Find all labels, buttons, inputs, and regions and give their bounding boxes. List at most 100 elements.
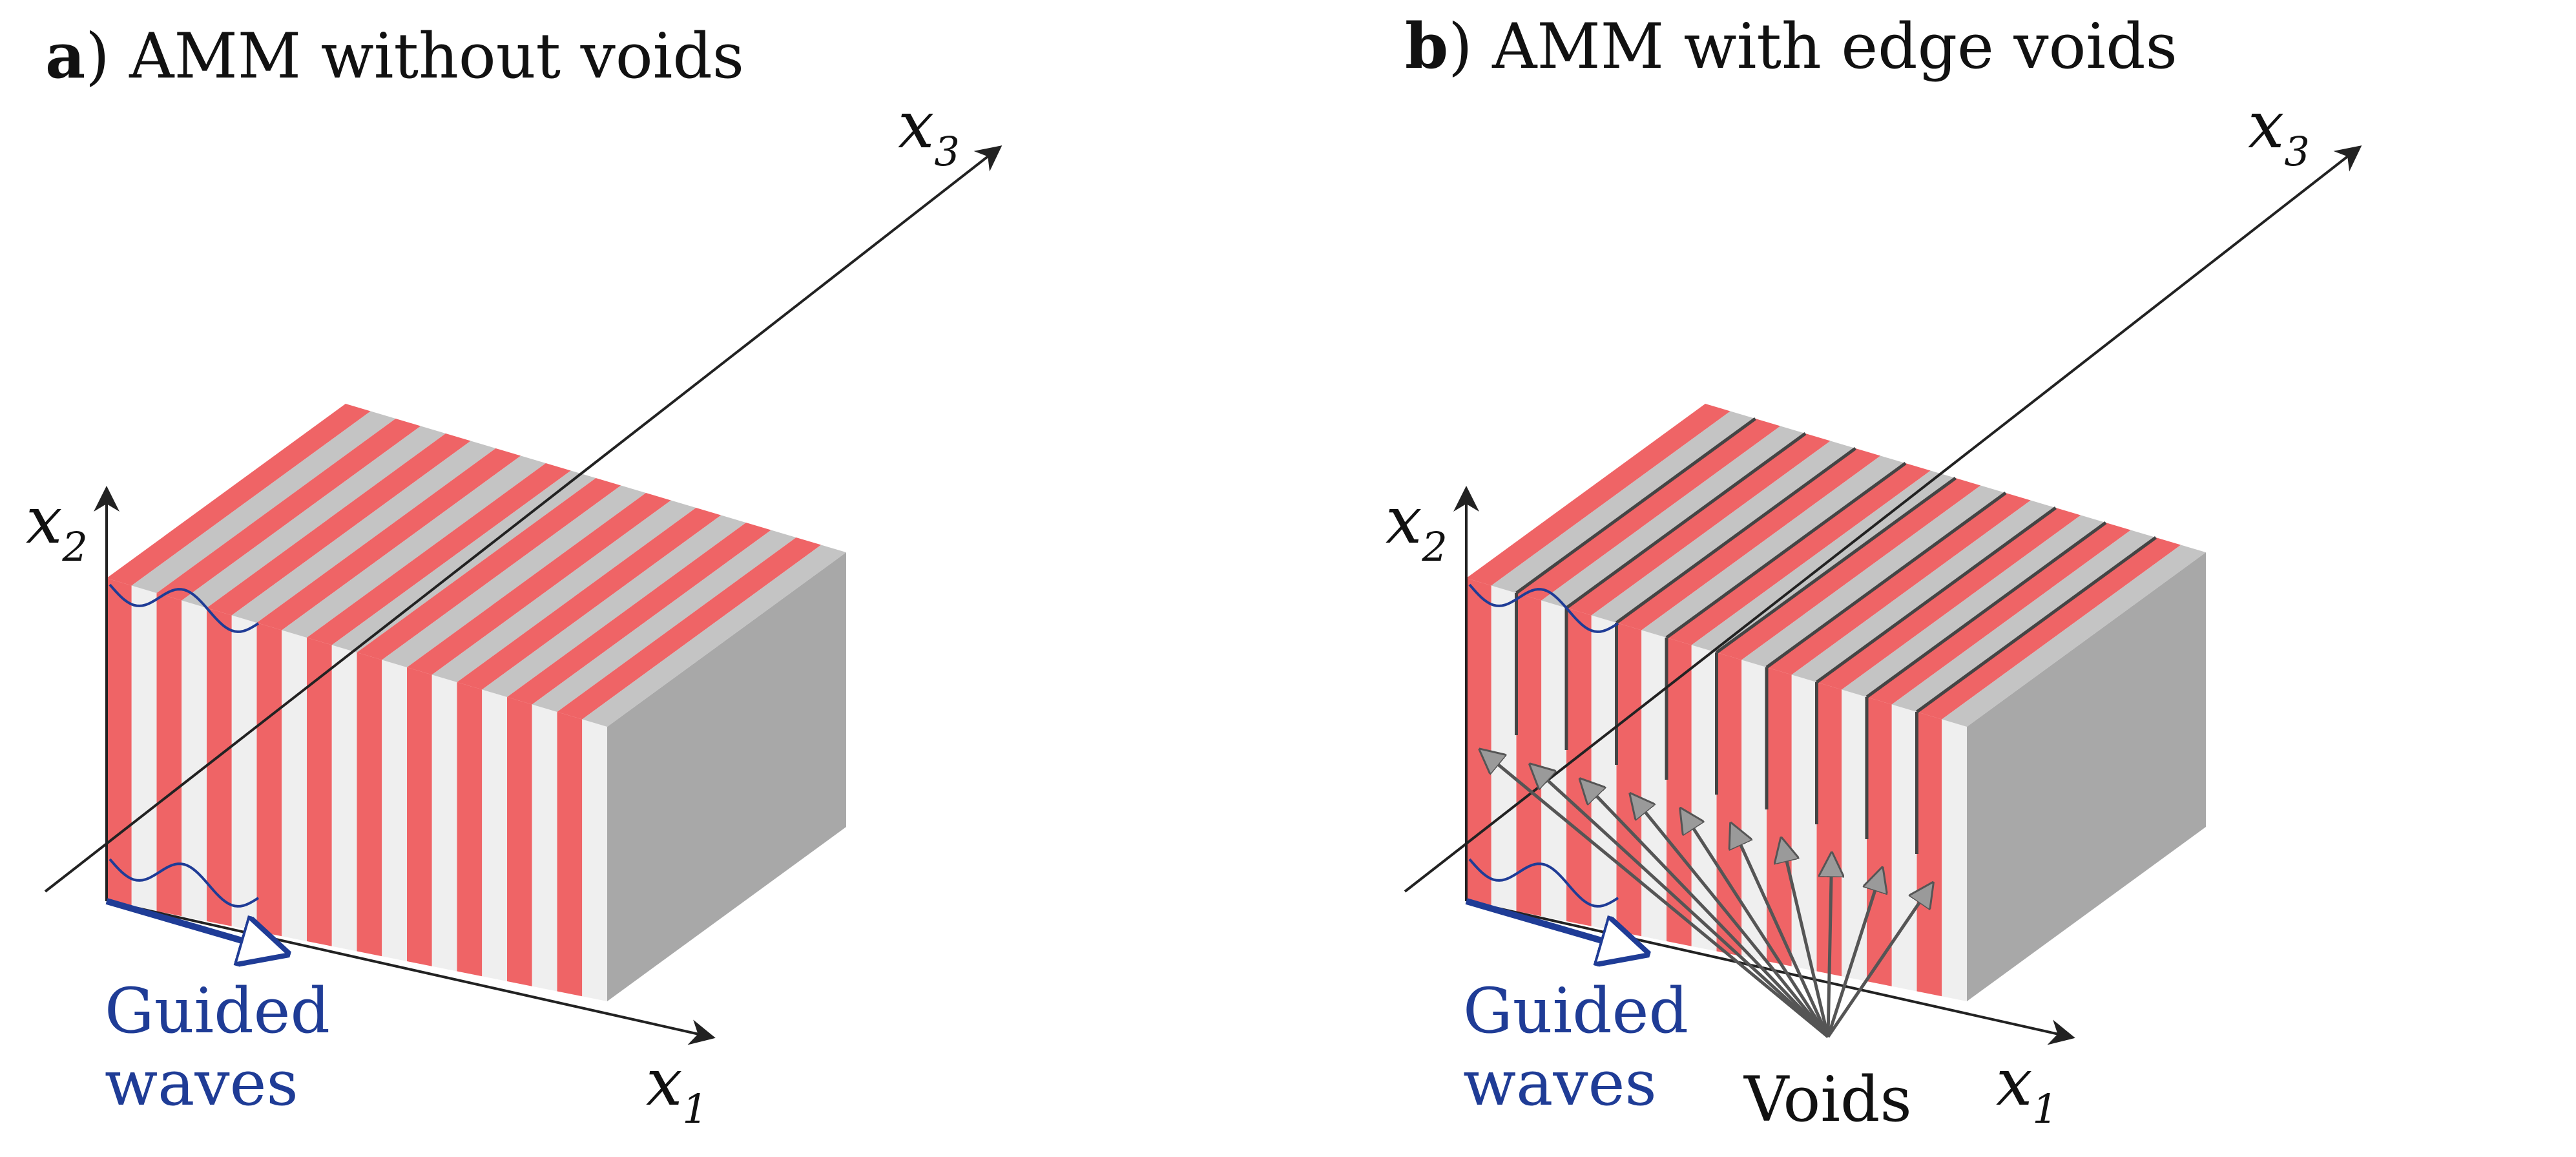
front-layer-white: [1691, 645, 1717, 952]
top-layer-red: [207, 433, 471, 616]
void-pointer-arrow: [1632, 795, 1829, 1038]
front-layer-red: [557, 712, 583, 997]
axis-x3-label-b: x3: [2248, 87, 2310, 175]
top-layer-grey: [182, 426, 446, 608]
front-layer-white: [1942, 719, 1967, 1001]
front-layer-white: [182, 600, 207, 921]
top-layer-red: [1466, 404, 1730, 586]
amm-block-without-voids: [107, 365, 898, 1001]
front-layer-red: [357, 652, 382, 957]
front-layer-red: [407, 667, 432, 966]
front-layer-white: [1491, 585, 1517, 912]
top-layer-grey: [131, 411, 396, 593]
amm-block-with-edge-voids: [1466, 365, 2258, 1001]
x1-axis: [1466, 900, 2075, 1045]
front-layer-red: [1667, 638, 1692, 946]
void-line-top: [1716, 476, 1957, 654]
top-layer-grey: [382, 485, 646, 667]
guided-waves-label-a-line1: Guided: [105, 975, 330, 1047]
top-layer-red: [1716, 478, 1981, 660]
guided-wave-curve-bottom: [109, 858, 260, 908]
front-layer-red: [207, 608, 232, 926]
top-layer-red: [156, 419, 421, 601]
front-layer-red: [1516, 593, 1542, 917]
x3-axis: [44, 145, 1002, 893]
top-layer-red: [1667, 463, 1931, 645]
axis-x3-label-a: x3: [898, 87, 960, 175]
guided-wave-curve-top: [1468, 583, 1619, 633]
guided-waves-label-a-line2: waves: [105, 1047, 298, 1120]
depth-fade: [1679, 365, 2258, 846]
front-layer-red: [1466, 578, 1491, 906]
front-layer-red: [1767, 667, 1792, 966]
void-pointer-arrow: [1828, 855, 1832, 1037]
void-line-top: [1515, 417, 1756, 595]
front-layer-white: [382, 660, 407, 961]
front-layer-red: [1916, 712, 1942, 997]
void-pointer-arrow: [1781, 840, 1830, 1037]
top-layer-grey: [1591, 441, 1856, 623]
top-layer-red: [1566, 433, 1831, 616]
front-layer-red: [1566, 608, 1592, 926]
front-layer-red: [457, 682, 483, 977]
depth-fade: [320, 365, 898, 846]
void-pointer-arrow: [1581, 780, 1829, 1038]
void-pointer-arrow: [1532, 766, 1829, 1038]
top-layer-red: [1616, 448, 1881, 631]
front-layer-white: [532, 704, 557, 992]
void-line-top: [1665, 461, 1907, 640]
top-layer-grey: [1691, 470, 1956, 652]
top-layer-grey: [1641, 455, 1906, 638]
top-layer-grey: [282, 455, 546, 638]
top-layer-red: [1516, 419, 1781, 601]
front-layer-white: [231, 615, 257, 932]
panel-b: b) AMM with edge voids x3 x2 x1 Guided w…: [1386, 10, 2362, 1136]
front-layer-white: [1791, 674, 1817, 972]
panel-a-title: a) AMM without voids: [45, 19, 744, 92]
axis-x2-label-b: x2: [1386, 483, 1448, 570]
front-layer-white: [331, 645, 357, 952]
top-layer-red: [256, 448, 521, 631]
guided-wave-arrow: [1465, 898, 1644, 953]
top-layer-grey: [1541, 426, 1805, 608]
guided-wave-arrow: [105, 898, 284, 953]
guided-waves-label-b-line1: Guided: [1463, 975, 1688, 1047]
front-layer-white: [582, 719, 607, 1001]
front-layer-red: [1716, 652, 1742, 957]
front-layer-red: [1816, 682, 1842, 977]
top-layer-grey: [331, 470, 596, 652]
axes-b: [1404, 145, 2362, 1045]
top-layer-red: [107, 404, 371, 586]
void-pointer-arrow: [1732, 825, 1830, 1038]
axes-a: [44, 145, 1002, 1045]
front-layer-white: [431, 674, 457, 972]
void-arrows: [1481, 751, 1932, 1038]
top-layer-grey: [1741, 485, 2006, 667]
top-layer-grey: [231, 441, 496, 623]
top-layer-grey: [1491, 411, 1756, 593]
front-layer-white: [131, 585, 157, 912]
guided-waves-label-b-line2: waves: [1463, 1047, 1657, 1120]
axis-x1-label-b: x1: [1996, 1045, 2058, 1132]
front-layer-white: [1591, 615, 1617, 932]
void-pointer-arrow: [1826, 884, 1932, 1038]
front-layer-red: [507, 697, 532, 986]
front-layer-red: [1867, 697, 1892, 986]
front-layer-white: [1891, 704, 1917, 992]
front-layer-red: [107, 578, 132, 906]
void-pointer-arrow: [1681, 810, 1830, 1038]
guided-wave-curve-bottom: [1468, 858, 1619, 908]
front-layer-white: [1541, 600, 1566, 921]
axis-x2-label-a: x2: [26, 483, 88, 570]
void-pointer-arrow: [1481, 751, 1829, 1038]
x1-axis: [106, 900, 716, 1045]
front-layer-white: [482, 689, 507, 981]
top-layer-red: [357, 478, 621, 660]
front-layer-red: [1616, 623, 1642, 937]
guided-wave-curve-top: [109, 583, 260, 633]
front-layer-red: [256, 623, 282, 937]
void-line-top: [1565, 432, 1807, 610]
void-line-top: [1615, 446, 1856, 625]
front-layer-white: [282, 630, 307, 941]
